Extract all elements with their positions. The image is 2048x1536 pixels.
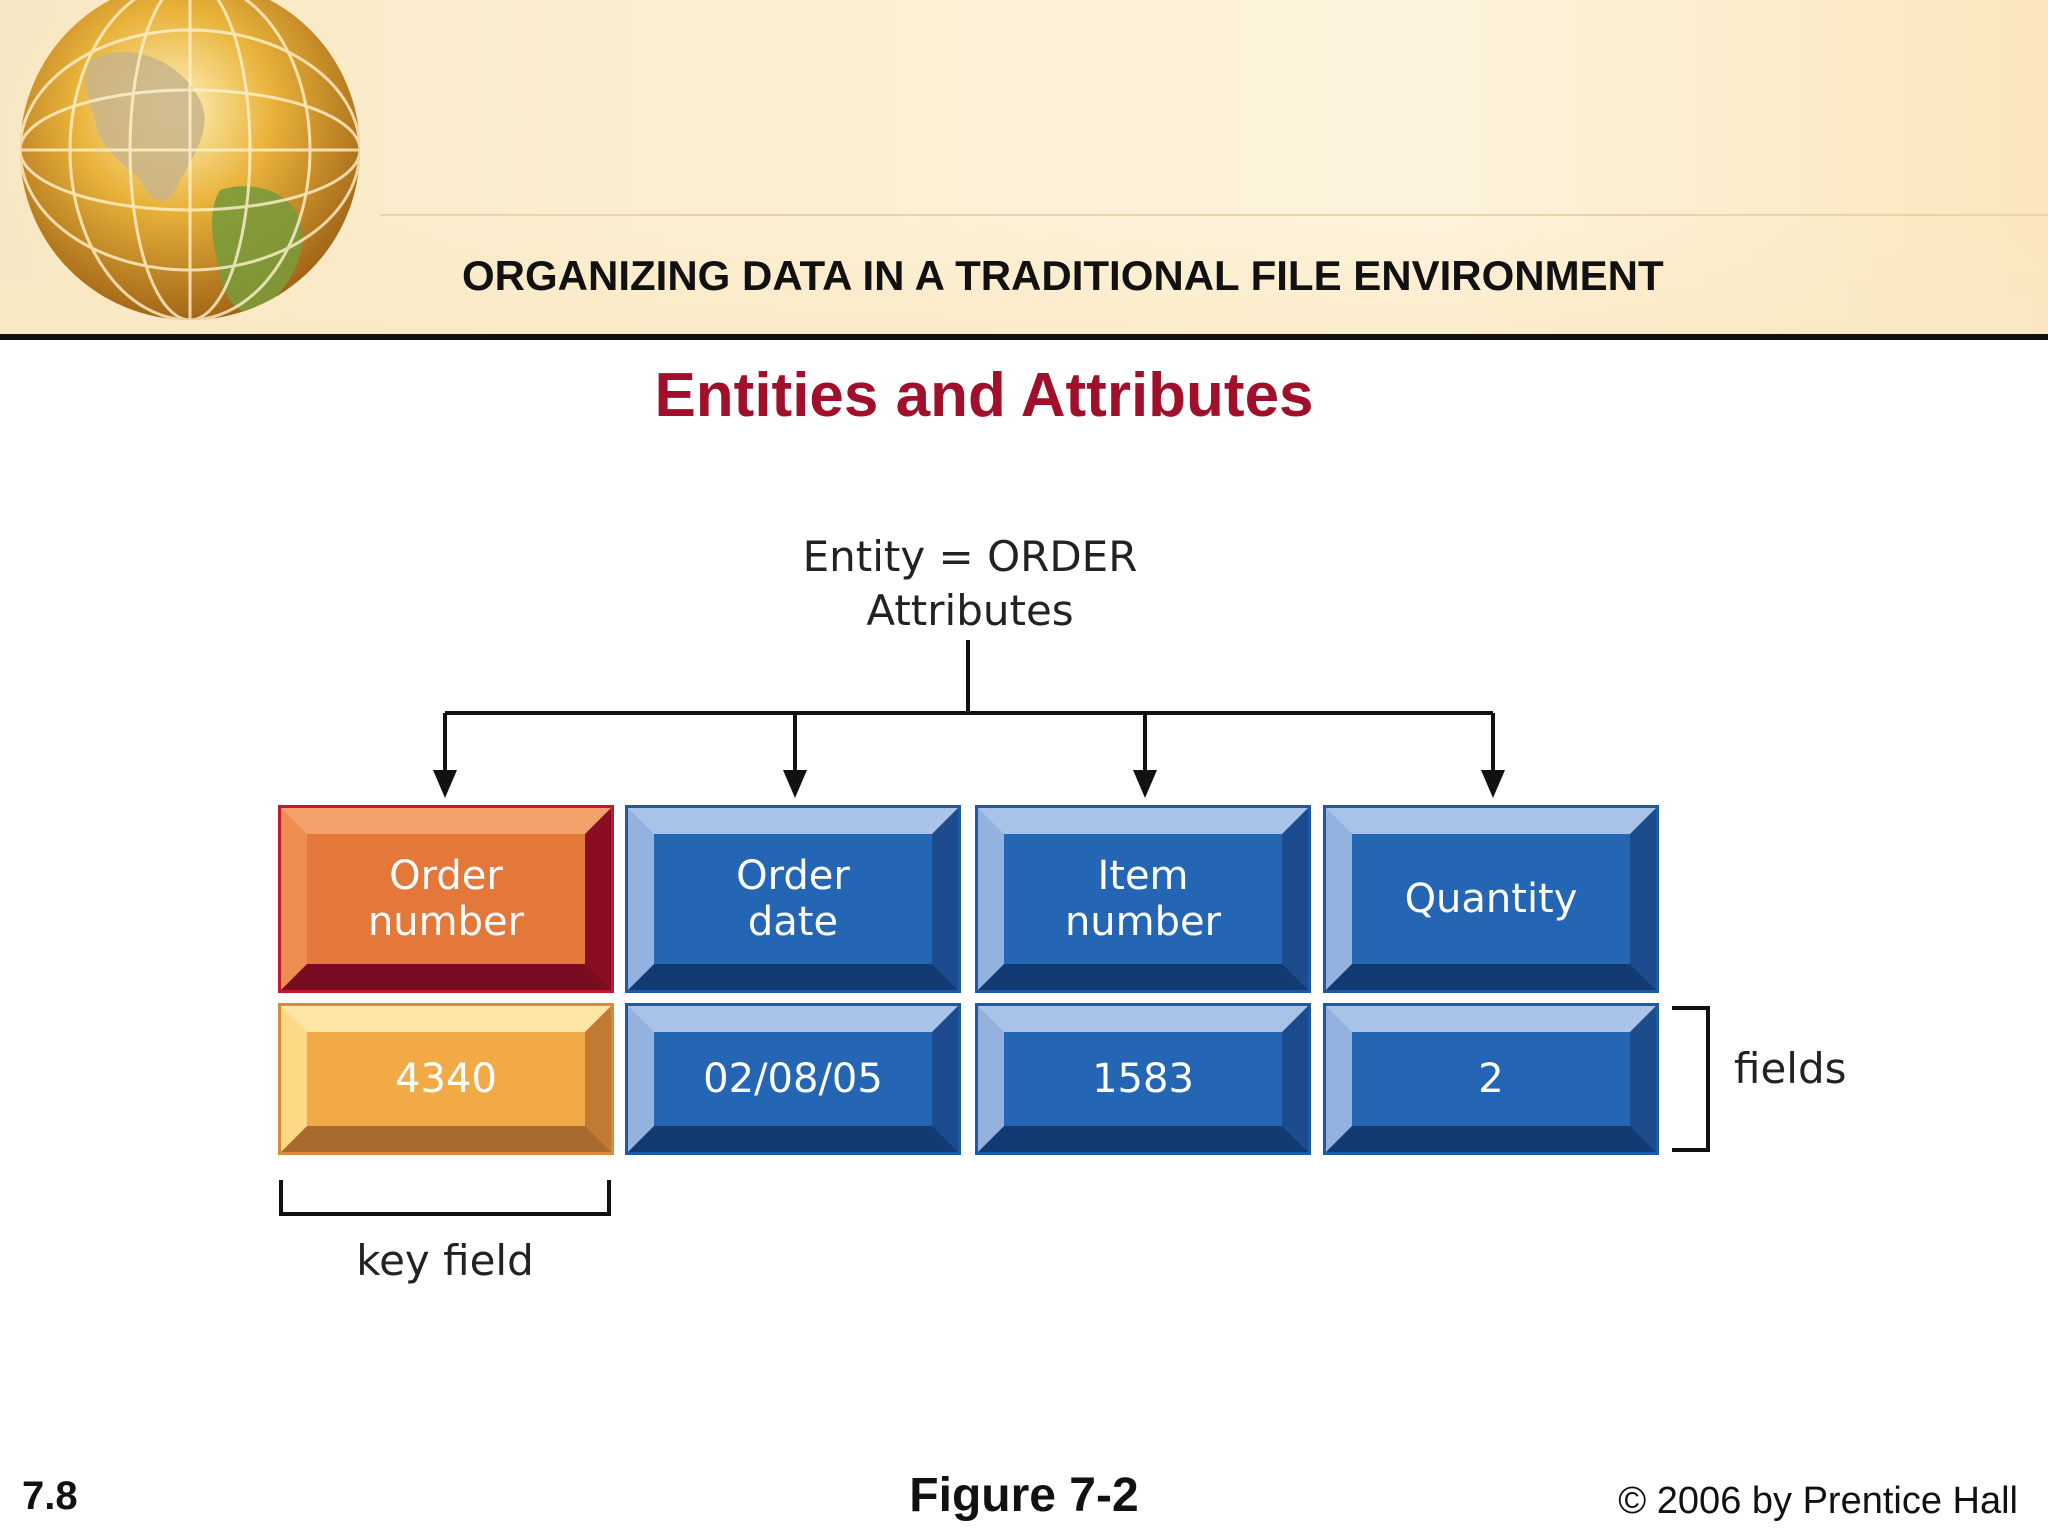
attribute-label: Quantity [1404,876,1578,922]
entity-label: Entity = ORDER [802,532,1138,581]
slide-title: Entities and Attributes [654,361,1314,430]
arrow-head-3 [1133,770,1157,798]
key-field-label: key field [356,1236,534,1285]
section-title: ORGANIZING DATA IN A TRADITIONAL FILE EN… [462,252,1664,299]
attributes-label: Attributes [866,586,1074,635]
field-value: 02/08/05 [703,1056,883,1102]
fields-label: fields [1734,1044,1847,1093]
arrow-head-4 [1481,770,1505,798]
field-value: 2 [1478,1056,1504,1102]
fields-bracket [1672,1006,1710,1152]
arrow-head-1 [433,770,457,798]
field-value-box-2: 02/08/05 [625,1003,961,1155]
figure-caption: Figure 7-2 [909,1469,1139,1522]
slide-number: 7.8 [22,1474,78,1518]
arrow-head-2 [783,770,807,798]
header-accent-line [380,214,2048,216]
globe-icon [0,0,380,336]
field-value-box-4: 2 [1323,1003,1659,1155]
header-divider [0,334,2048,340]
field-value-box-1: 4340 [278,1003,614,1155]
field-value: 1583 [1092,1056,1194,1102]
attribute-box-4: Quantity [1323,805,1659,993]
field-value-box-3: 1583 [975,1003,1311,1155]
field-value: 4340 [395,1056,497,1102]
key-field-bracket [279,1180,611,1216]
copyright-notice: © 2006 by Prentice Hall [1618,1480,2018,1522]
